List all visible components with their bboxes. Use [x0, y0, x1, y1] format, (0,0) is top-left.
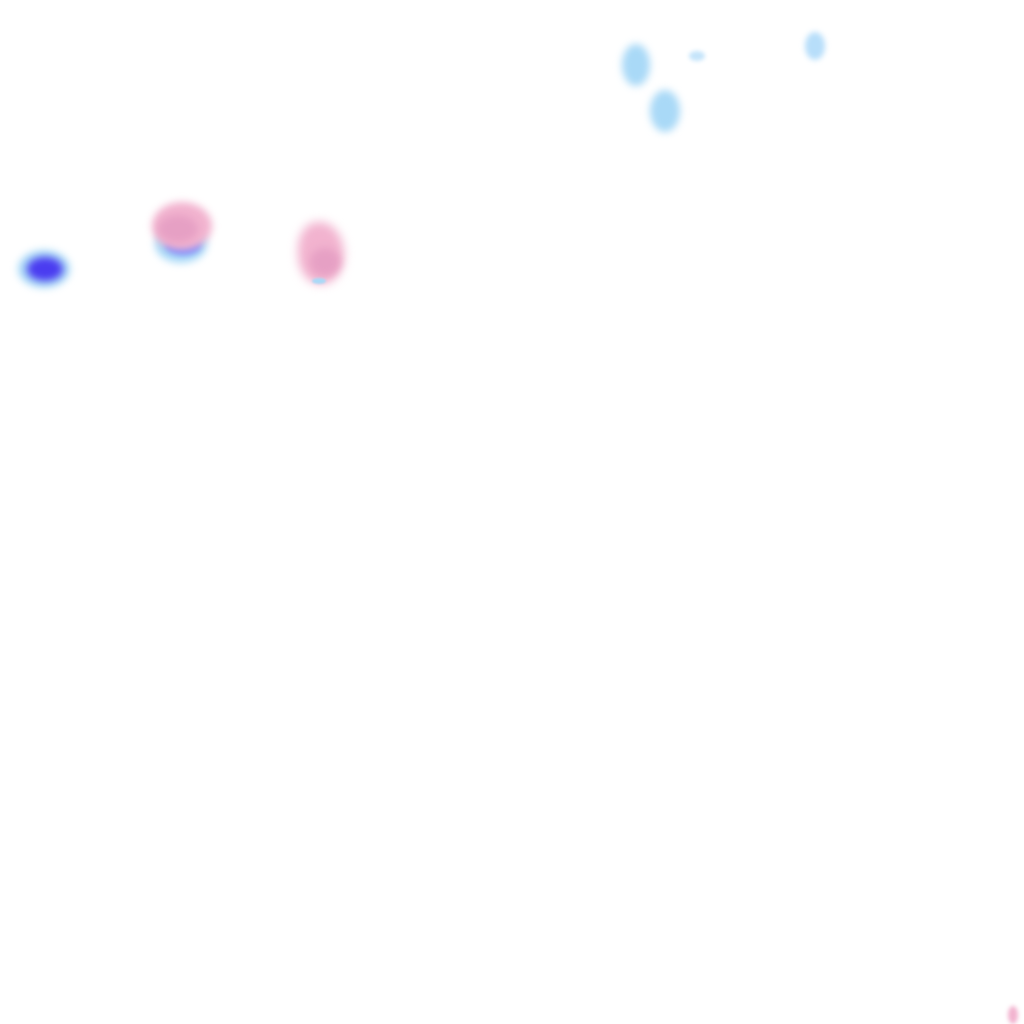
precip-cell-mixed	[158, 215, 198, 243]
precip-cell-mixed	[1008, 1006, 1018, 1024]
precip-cell	[312, 278, 326, 284]
precip-cell	[622, 44, 650, 86]
precip-cell-mixed	[310, 248, 340, 276]
precip-cell	[805, 32, 825, 60]
precip-cell-heavy	[27, 257, 63, 281]
precip-cell	[650, 90, 680, 132]
precip-cell	[689, 51, 705, 61]
